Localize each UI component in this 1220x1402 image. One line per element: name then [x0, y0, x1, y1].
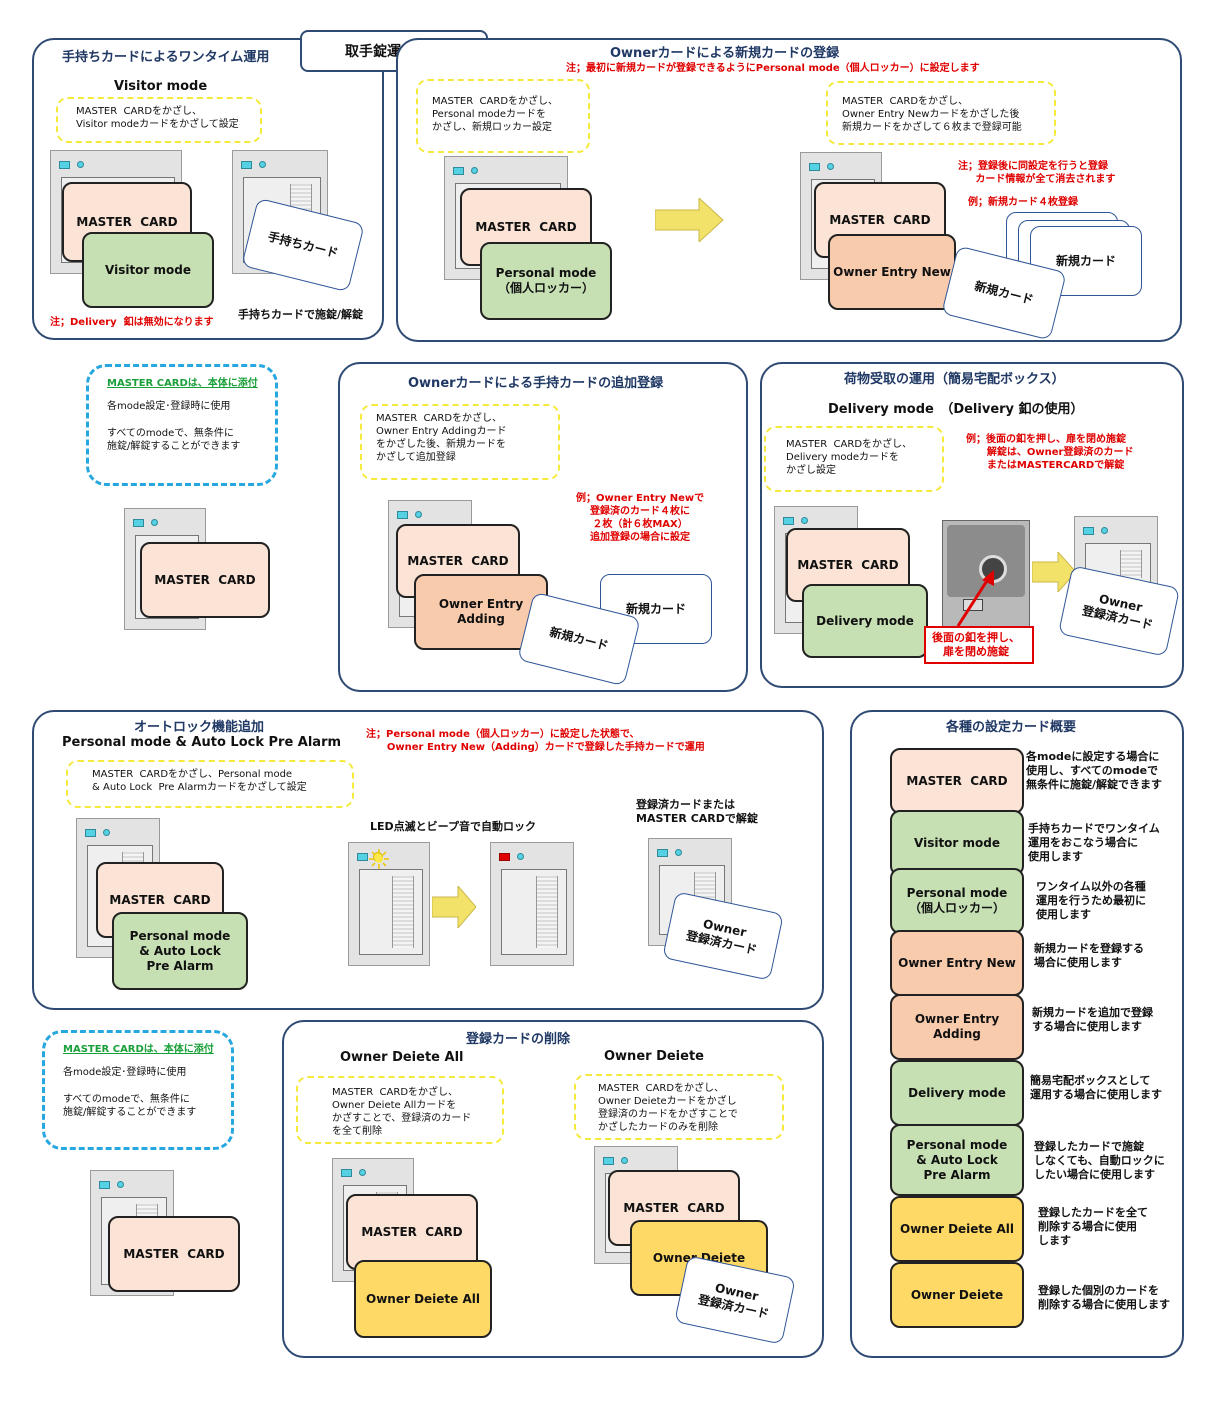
- delete-all-heading: Owner Deiete All: [340, 1050, 464, 1065]
- blink-icon: [369, 849, 389, 869]
- delivery-disabled-note: 注；Delivery 釦は無効になります: [50, 317, 214, 328]
- locker-device: [348, 842, 430, 966]
- legend-card-master: MASTER CARD: [890, 748, 1024, 814]
- personal-mode-note: 注；最初に新規カードが登録できるようにPersonal mode（個人ロッカー）…: [566, 63, 980, 74]
- legend-card-personal-auto-lock: Personal mode & Auto Lock Pre Alarm: [890, 1124, 1024, 1196]
- legend-desc: 登録したカードで施錠 しなくても、自動ロックに したい場合に使用します: [1034, 1140, 1165, 1181]
- panel-delivery-title: 荷物受取の運用（簡易宅配ボックス）: [844, 372, 1065, 387]
- delivery-example-note: 例；後面の釦を押し、扉を閉め施錠 解錠は、Owner登録済のカード またはMAS…: [966, 434, 1134, 471]
- delivery-mode-heading: Delivery mode （Delivery 釦の使用）: [828, 402, 1084, 417]
- personal-auto-lock-card: Personal mode & Auto Lock Pre Alarm: [112, 912, 248, 990]
- legend-desc: 各modeに設定する場合に 使用し、すべてのmodeで 無条件に施錠/解錠できま…: [1026, 750, 1163, 791]
- instruction-owner-adding: MASTER CARDをかざし、 Owner Entry Addingカード を…: [360, 404, 560, 480]
- led-caption: LED点滅とビープ音で自動ロック: [370, 820, 536, 833]
- legend-desc: 登録したカードを全て 削除する場合に使用 します: [1038, 1206, 1148, 1247]
- panel-owner-adding-title: Ownerカードによる手持カードの追加登録: [408, 376, 664, 391]
- legend-desc: ワンタイム以外の各種 運用を行うため最初に 使用します: [1036, 880, 1146, 921]
- right-arrow: [1032, 552, 1076, 592]
- locker-device: [490, 842, 574, 966]
- legend-card-delivery: Delivery mode: [890, 1060, 1024, 1126]
- legend-card-visitor: Visitor mode: [890, 810, 1024, 876]
- legend-card-owner-entry-adding: Owner Entry Adding: [890, 994, 1024, 1060]
- button-pointer-arrow: [956, 570, 994, 627]
- master-card-info-line: 各mode設定･登録時に使用: [63, 1067, 187, 1078]
- personal-mode-card: Personal mode （個人ロッカー）: [480, 242, 612, 320]
- legend-title: 各種の設定カード概要: [946, 720, 1077, 735]
- instruction-delete-all: MASTER CARDをかざし、 Owner Deiete Allカードを かざ…: [296, 1076, 504, 1144]
- master-card: MASTER CARD: [108, 1216, 240, 1292]
- visitor-mode-heading: Visitor mode: [114, 79, 208, 94]
- master-card-info-head: MASTER CARDは、本体に添付: [107, 378, 258, 389]
- auto-lock-heading: Personal mode & Auto Lock Pre Alarm: [62, 735, 342, 750]
- master-card: MASTER CARD: [140, 542, 270, 618]
- panel-delete-title: 登録カードの削除: [466, 1032, 571, 1047]
- hand-card-caption: 手持ちカードで施錠/解錠: [238, 308, 364, 321]
- right-arrow: [432, 886, 476, 928]
- master-card-info-line: 各mode設定･登録時に使用: [107, 401, 231, 412]
- owner-entry-new-card: Owner Entry New: [828, 234, 956, 310]
- legend-card-personal: Personal mode （個人ロッカー）: [890, 868, 1024, 934]
- rear-button-callout-text: 後面の釦を押し、 扉を閉め施錠: [932, 631, 1020, 658]
- panel-owner-new-title: Ownerカードによる新規カードの登録: [610, 46, 840, 61]
- legend-desc: 新規カードを追加で登録 する場合に使用します: [1032, 1006, 1153, 1033]
- instruction-owner-entry-new: MASTER CARDをかざし、 Owner Entry Newカードをかざした…: [826, 81, 1056, 145]
- auto-lock-note: 注；Personal mode（個人ロッカー）に設定した状態で、 Owner E…: [366, 729, 705, 753]
- legend-desc: 手持ちカードでワンタイム 運用をおこなう場合に 使用します: [1028, 822, 1160, 863]
- legend-desc: 登録した個別のカードを 削除する場合に使用します: [1038, 1284, 1170, 1311]
- instruction-delete: MASTER CARDをかざし、 Owner Deieteカードをかざし 登録済…: [574, 1074, 784, 1140]
- instruction-auto-lock: MASTER CARDをかざし、Personal mode & Auto Loc…: [66, 760, 354, 808]
- unlock-caption: 登録済カードまたは MASTER CARDで解錠: [636, 798, 758, 825]
- legend-card-owner-delete: Owner Deiete: [890, 1262, 1024, 1328]
- master-card-info-line: すべてのmodeで、無条件に 施錠/解錠することができます: [107, 428, 241, 452]
- instruction-visitor: MASTER CARDをかざし、 Visitor modeカードをかざして設定: [56, 97, 262, 143]
- owner-delete-all-card: Owner Deiete All: [354, 1260, 492, 1338]
- adding-example-note: 例；Owner Entry Newで 登録済のカード４枚に ２枚（計６枚MAX）…: [576, 493, 705, 543]
- register-four-note: 例；新規カード４枚登録: [968, 197, 1078, 208]
- rear-button-callout: [924, 626, 1034, 664]
- right-arrow: [655, 198, 724, 242]
- erase-warning-note: 注；登録後に同設定を行うと登録 カード情報が全て消去されます: [958, 161, 1116, 185]
- master-card: MASTER CARD: [346, 1194, 478, 1270]
- instruction-personal: MASTER CARDをかざし、 Personal modeカードを かざし、新…: [416, 79, 590, 153]
- master-card-info-line: すべてのmodeで、無条件に 施錠/解錠することができます: [63, 1094, 197, 1118]
- master-card-info: MASTER CARDは、本体に添付 各mode設定･登録時に使用 すべてのmo…: [86, 364, 278, 486]
- legend-desc: 簡易宅配ボックスとして 運用する場合に使用します: [1030, 1074, 1162, 1101]
- master-card-info-head: MASTER CARDは、本体に添付: [63, 1044, 214, 1055]
- delete-heading: Owner Deiete: [604, 1049, 704, 1064]
- legend-card-owner-entry-new: Owner Entry New: [890, 930, 1024, 996]
- legend-desc: 新規カードを登録する 場合に使用します: [1034, 942, 1144, 969]
- legend-card-owner-delete-all: Owner Deiete All: [890, 1196, 1024, 1262]
- master-card-info: MASTER CARDは、本体に添付 各mode設定･登録時に使用 すべてのmo…: [42, 1030, 234, 1150]
- delivery-mode-card: Delivery mode: [802, 584, 928, 658]
- instruction-delivery: MASTER CARDをかざし、 Delivery modeカードを かざし設定: [764, 426, 944, 492]
- panel-onetime-title: 手持ちカードによるワンタイム運用: [62, 50, 270, 65]
- visitor-mode-card: Visitor mode: [82, 232, 214, 308]
- panel-auto-lock-title: オートロック機能追加: [134, 720, 265, 735]
